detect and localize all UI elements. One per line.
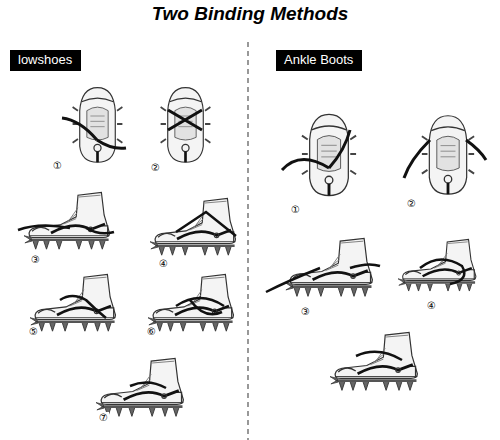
step-figure	[161, 88, 211, 163]
step-figure	[150, 199, 236, 256]
step-figure	[96, 358, 183, 416]
tab-label: lowshoes	[18, 52, 73, 67]
step-figure	[282, 114, 356, 195]
method-tab: Ankle Boots	[276, 50, 362, 71]
step-number: ⑤	[28, 326, 39, 337]
step-figure	[266, 238, 380, 296]
step-figure	[404, 116, 486, 194]
step-number: ⑥	[146, 326, 157, 337]
step-number: ③	[300, 306, 311, 317]
step-number: ⑦	[98, 412, 109, 423]
step-number: ④	[158, 258, 169, 269]
step-number: ①	[52, 160, 63, 171]
step-figure	[30, 275, 116, 332]
step-figure	[62, 88, 126, 163]
divider-line	[247, 42, 248, 440]
tab-label: Ankle Boots	[284, 52, 354, 67]
step-figure	[18, 193, 114, 250]
step-figure	[398, 239, 476, 291]
diagram-title: Two Binding Methods	[0, 3, 500, 25]
step-figure	[330, 332, 417, 390]
step-number: ③	[30, 254, 41, 265]
method-tab: lowshoes	[10, 50, 81, 71]
step-number: ②	[150, 162, 161, 173]
step-number: ①	[290, 204, 301, 215]
step-number: ④	[426, 300, 437, 311]
step-number: ②	[406, 198, 417, 209]
step-figure	[148, 275, 234, 332]
